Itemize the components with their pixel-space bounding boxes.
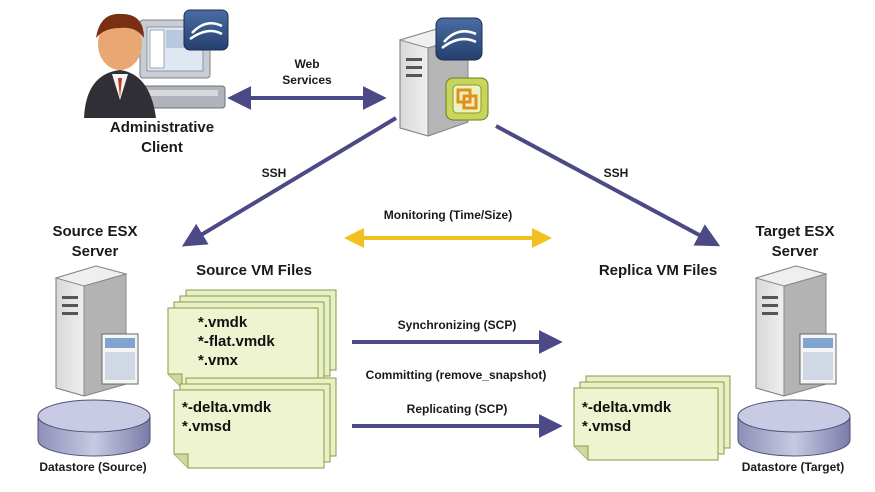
target-esx-server-label: Target ESX Server <box>730 222 860 262</box>
source-delta-files-list: *-delta.vmdk *.vmsd <box>182 398 271 436</box>
file-name: *-flat.vmdk <box>198 333 275 350</box>
source-delta-files-stack <box>173 377 337 469</box>
target-esx-line1: Target ESX <box>755 223 835 240</box>
source-esx-line1: Source ESX <box>52 223 138 240</box>
source-main-files-stack <box>167 289 337 389</box>
file-name: *-delta.vmdk <box>182 399 272 416</box>
target-esx-line2: Server <box>771 243 819 260</box>
source-esx-line2: Server <box>71 243 119 260</box>
monitoring-label: Monitoring (Time/Size) <box>383 208 513 222</box>
administrative-client-label: Administrative Client <box>82 118 242 158</box>
file-name: *.vmsd <box>182 418 232 435</box>
administrative-client-icon <box>84 9 229 118</box>
synchronizing-label: Synchronizing (SCP) <box>397 318 517 332</box>
file-name: *.vmdk <box>198 314 248 331</box>
administrative-client-line1: Administrative <box>109 119 215 136</box>
administrative-client-line2: Client <box>141 139 183 156</box>
web-services-line2: Services <box>282 73 332 87</box>
target-esx-server-icon <box>754 265 837 397</box>
source-vm-files-label: Source VM Files <box>196 262 312 279</box>
datastore-source-label: Datastore (Source) <box>39 460 147 474</box>
source-main-files-list: *.vmdk *-flat.vmdk *.vmx <box>198 313 275 370</box>
committing-label: Committing (remove_snapshot) <box>365 368 547 382</box>
ssh-right-label: SSH <box>603 166 629 180</box>
target-datastore-icon <box>737 399 851 457</box>
file-name: *.vmsd <box>582 418 632 435</box>
central-server-icon <box>398 17 489 137</box>
replicating-label: Replicating (SCP) <box>406 402 508 416</box>
file-name: *-delta.vmdk <box>582 399 672 416</box>
web-services-label: Web Services <box>272 56 342 88</box>
ssh-left-arrow <box>181 116 398 247</box>
replica-delta-files-list: *-delta.vmdk *.vmsd <box>582 398 671 436</box>
replica-delta-files-stack <box>573 375 731 461</box>
replica-vm-files-label: Replica VM Files <box>598 262 718 279</box>
ssh-right-arrow <box>495 124 721 247</box>
source-esx-server-label: Source ESX Server <box>30 222 160 262</box>
source-datastore-icon <box>37 399 151 457</box>
source-esx-server-icon <box>54 265 139 397</box>
ssh-left-label: SSH <box>261 166 287 180</box>
datastore-target-label: Datastore (Target) <box>741 460 845 474</box>
file-name: *.vmx <box>198 352 239 369</box>
web-services-line1: Web <box>294 57 320 71</box>
